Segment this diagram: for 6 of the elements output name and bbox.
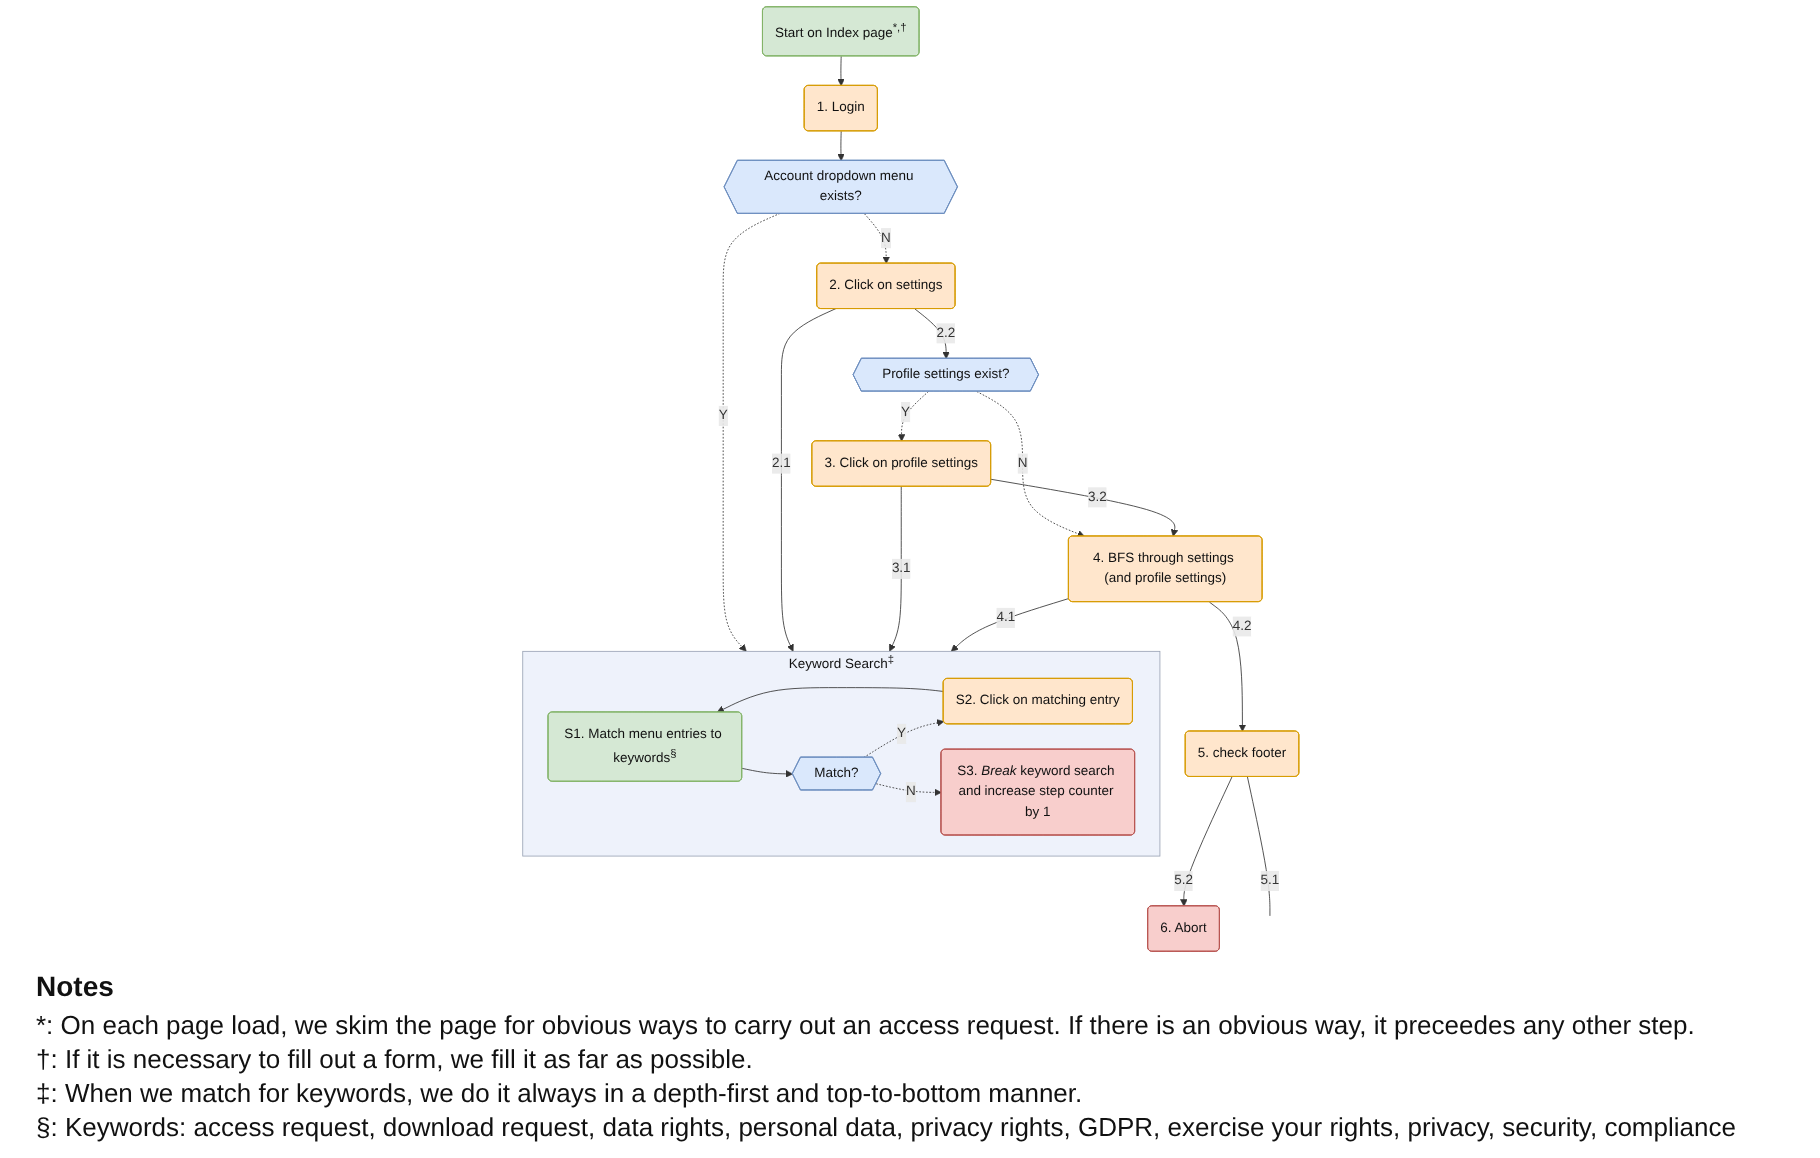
footnote: †: If it is necessary to fill out a form, we fill it as far as possible. — [36, 1044, 755, 1074]
footnote: *: On each page load, we skim the page for obvious ways to carry out an access request. If there is an obvious way, it preceedes any other step. — [36, 1010, 1697, 1040]
connector — [1246, 776, 1270, 917]
notes-heading: Notes — [36, 970, 116, 1002]
footnote: ‡: When we match for keywords, we do it always in a depth-first and top-to-bottom manner. — [36, 1078, 1085, 1108]
footnote: §: Keywords: access request, download request, data rights, personal data, privacy rights, GDPR, exercise your rights, privacy, security, compliance — [36, 1112, 1738, 1142]
